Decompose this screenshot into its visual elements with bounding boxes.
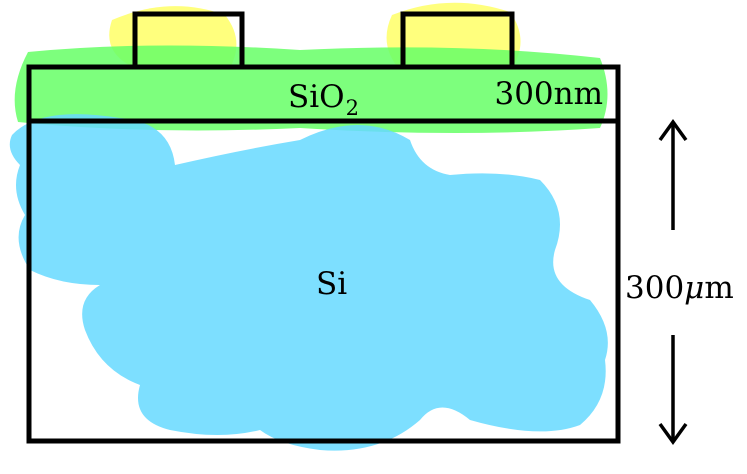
device-outlines: [26, 11, 621, 444]
substrate-highlight: [9, 114, 608, 451]
substrate-label: Si: [316, 266, 347, 302]
substrate-layer: [26, 118, 621, 444]
oxide-label-subscript: 2: [346, 96, 359, 120]
substrate-thickness-arrow: [658, 119, 688, 445]
arrow-down-head: [658, 422, 688, 445]
oxide-thickness-label: 300nm: [494, 76, 603, 112]
arrow-up-head: [658, 119, 688, 142]
substrate-thickness-label: 300μm: [625, 270, 734, 306]
oxide-label: SiO2: [288, 79, 359, 120]
substrate-highlight-blob: [9, 114, 608, 451]
